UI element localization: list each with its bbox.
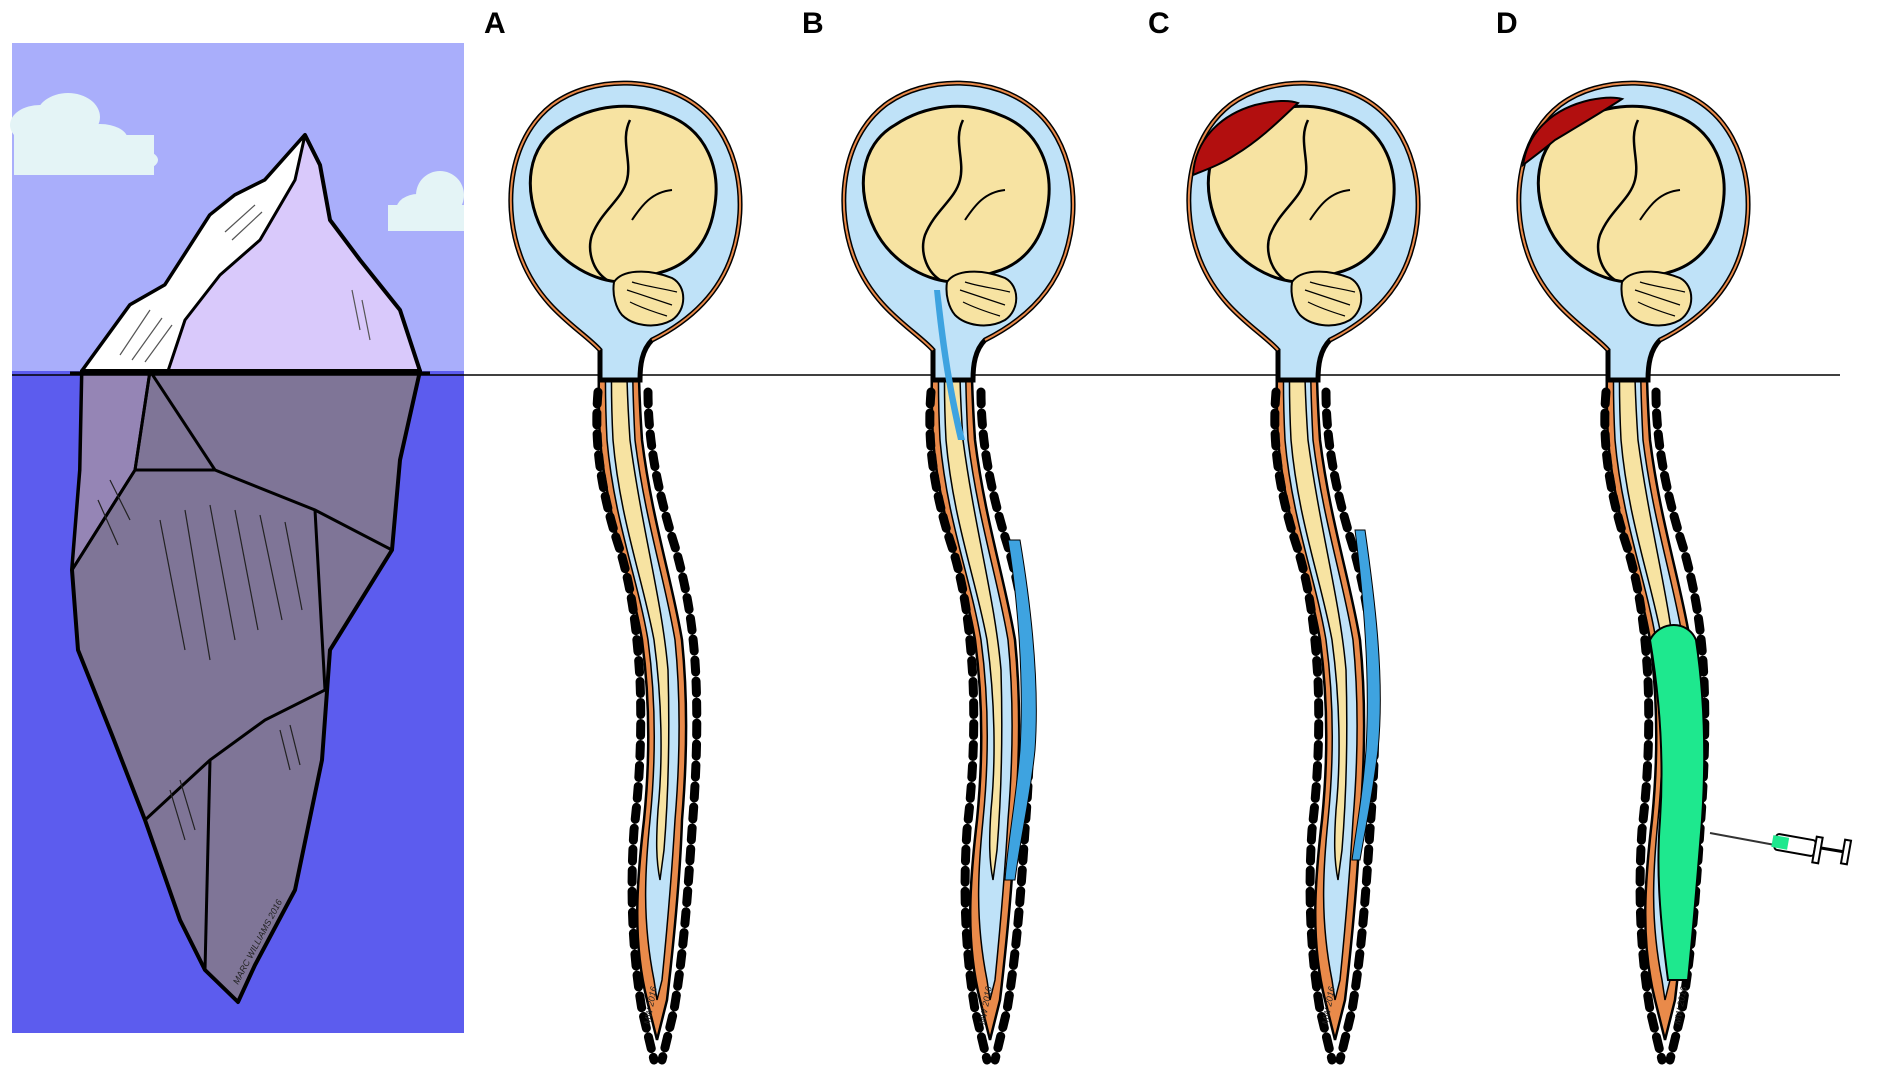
- subdural-hematoma-c: [1191, 99, 1300, 177]
- panel-label-d: D: [1496, 7, 1518, 40]
- cloud-left: [10, 93, 158, 175]
- iceberg-hatching-under: [97, 479, 303, 841]
- csf-leak-b-upper: [934, 290, 965, 440]
- blood-patch-d: [1648, 624, 1706, 981]
- neuraxis-panel-c: MW 2016: [1189, 83, 1418, 1060]
- csf-leak-c: [1351, 529, 1381, 861]
- neuraxis-panel-d: MW 2016: [1519, 83, 1853, 1060]
- panel-label-c: C: [1148, 7, 1170, 40]
- iceberg-hatching-top: [119, 204, 371, 363]
- syringe-icon: [1709, 832, 1853, 866]
- iceberg-panel: MARC WILLIAMS 2016: [10, 43, 464, 1033]
- neuraxis-panel-b: MW 2016: [844, 83, 1073, 1060]
- panel-label-b: B: [802, 7, 824, 40]
- iceberg-facets: [70, 370, 393, 971]
- iceberg-snow: [80, 133, 307, 373]
- neuraxis-panel-a: MW 2016: [511, 83, 740, 1060]
- csf-leak-b: [1004, 539, 1037, 881]
- cloud-right: [388, 171, 464, 231]
- subdural-hematoma-d: [1521, 96, 1625, 168]
- panel-label-a: A: [484, 7, 506, 40]
- iceberg-underwater: [70, 369, 422, 1004]
